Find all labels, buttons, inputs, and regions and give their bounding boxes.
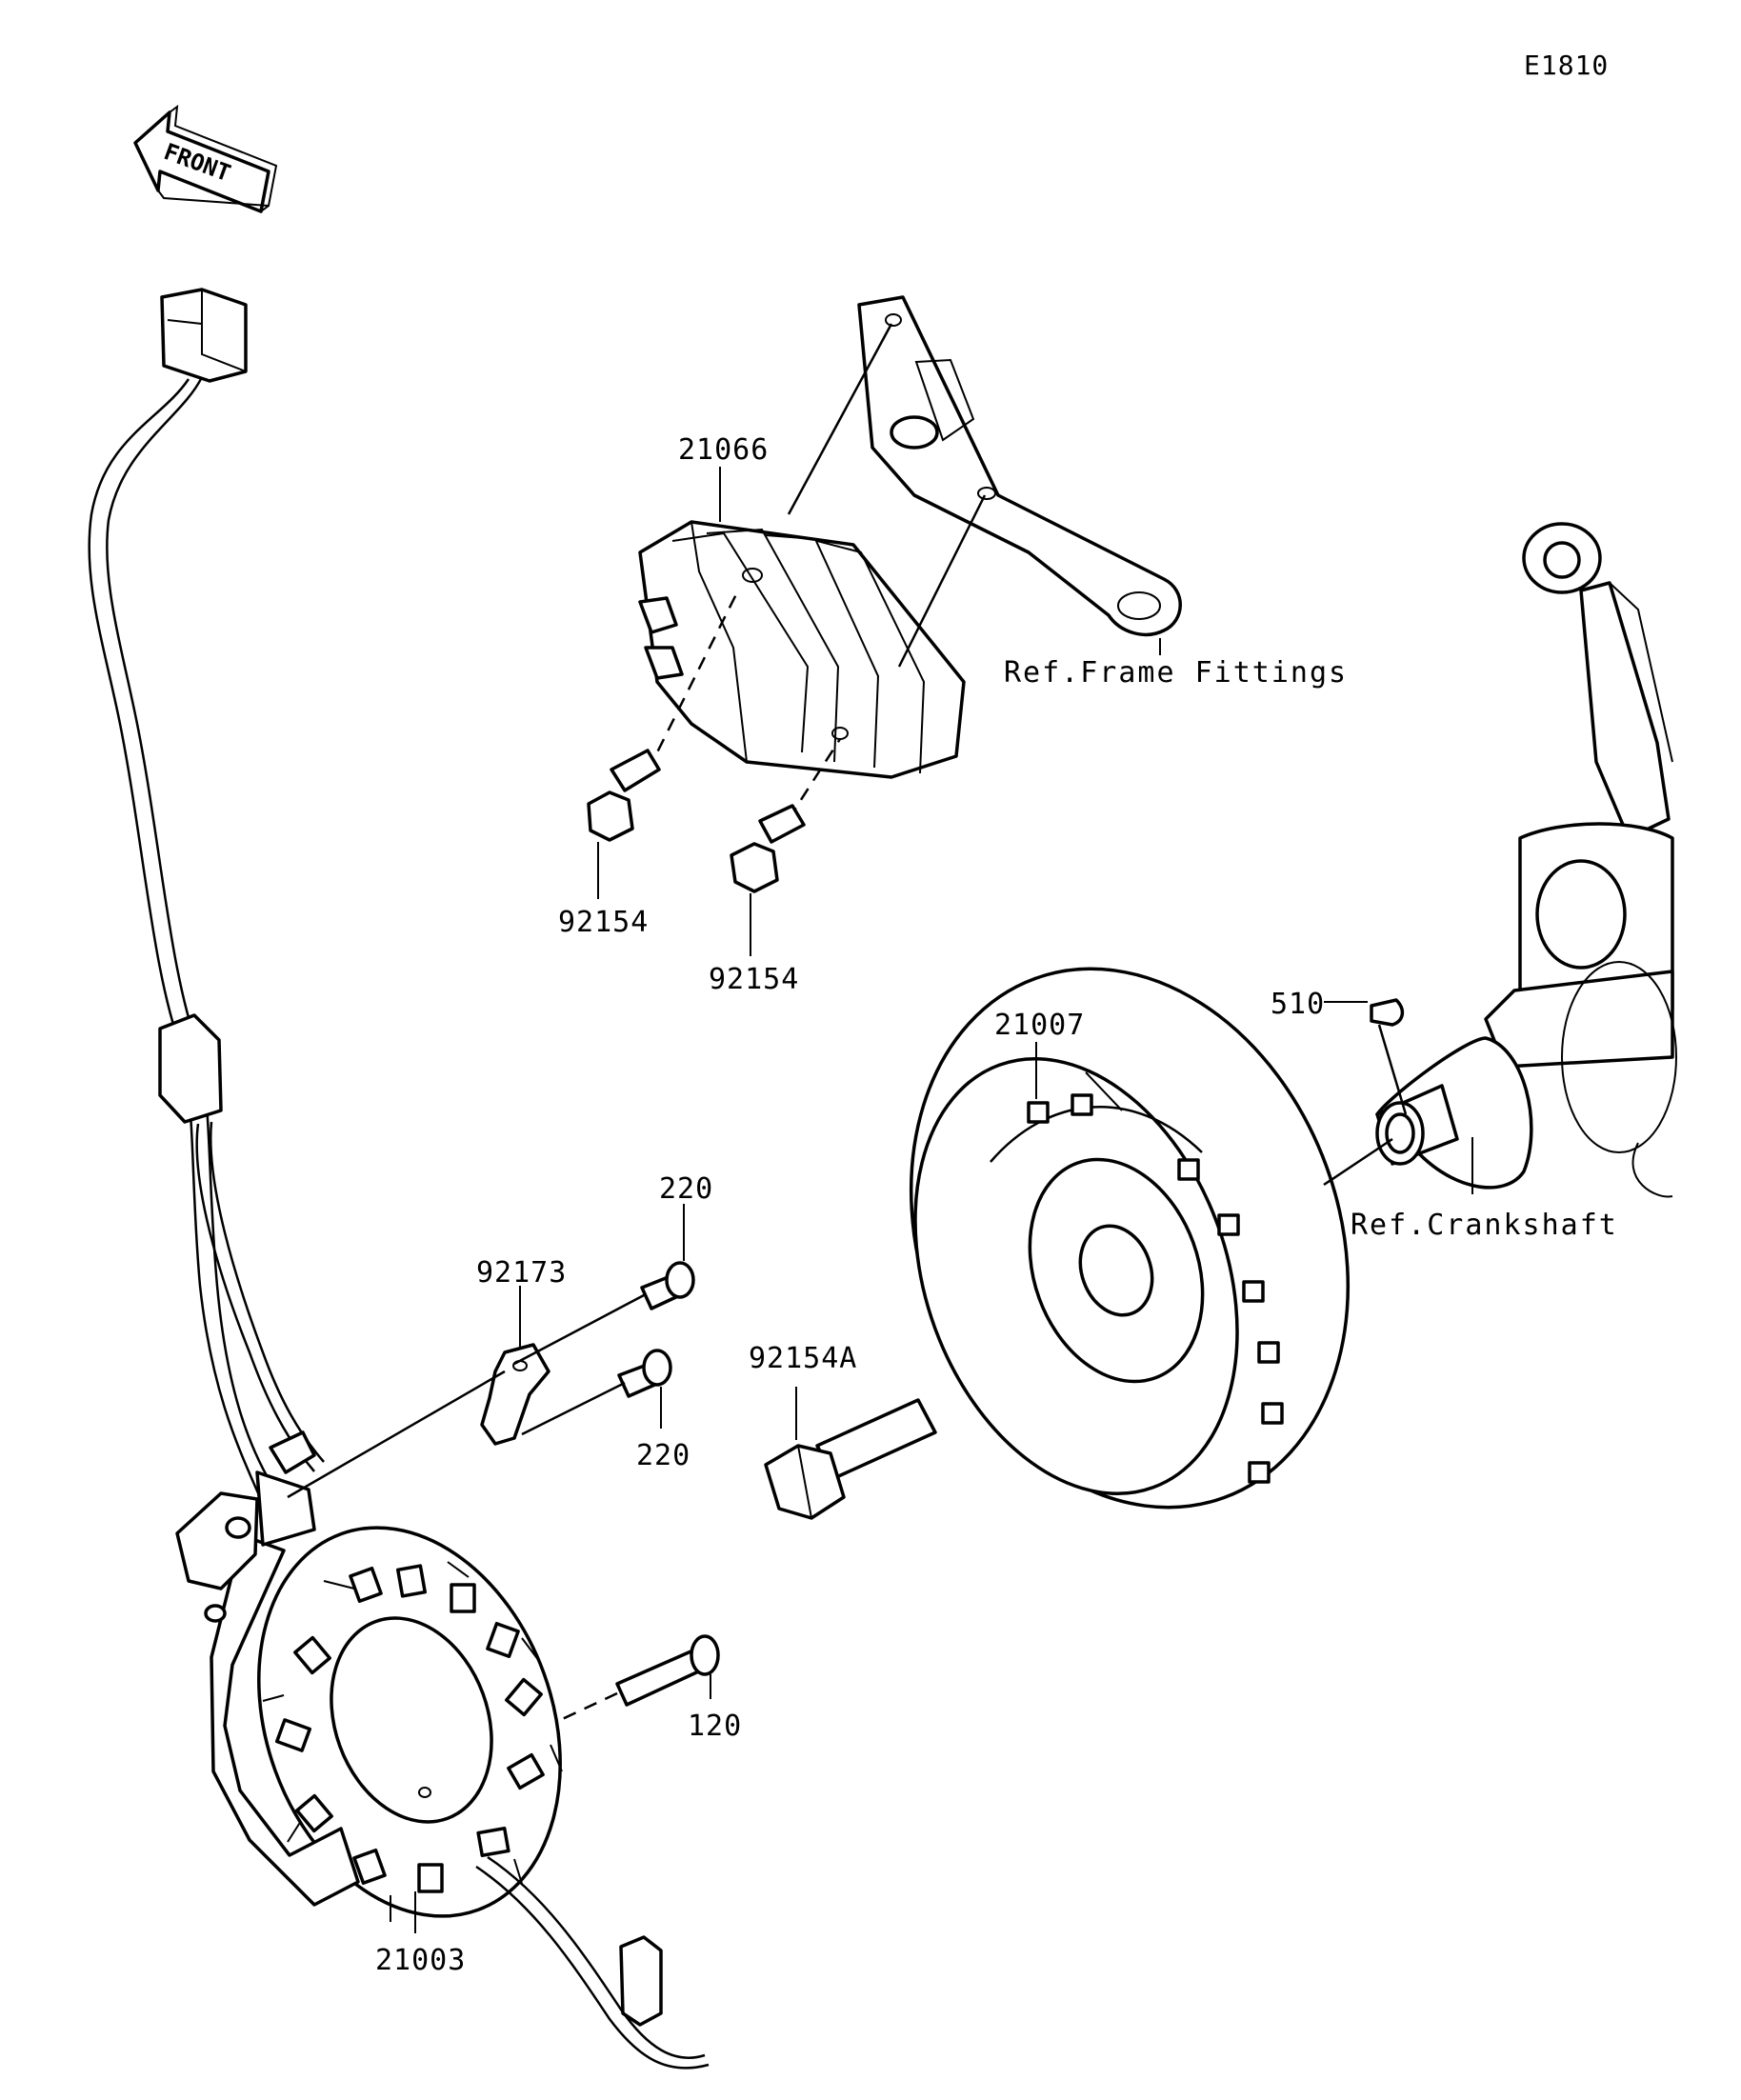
wiring-harness — [88, 288, 325, 1496]
label-220-top: 220 — [659, 1172, 713, 1206]
leader-reg-bracket-1 — [787, 323, 893, 515]
leader-reg-bolt-2 — [787, 738, 842, 820]
flywheel-rotor — [909, 967, 1351, 1510]
label-220-bottom: 220 — [636, 1439, 690, 1472]
stator-wire-lead-2 — [487, 1855, 706, 2059]
stator-wire-lead — [475, 1865, 710, 2070]
label-510: 510 — [1271, 988, 1325, 1021]
label-120: 120 — [688, 1710, 742, 1743]
leader-reg-bracket-2 — [897, 494, 987, 668]
leader-key-510 — [1377, 1024, 1408, 1115]
leader-screw-220-bottom — [521, 1381, 626, 1436]
stator-connector — [619, 1935, 663, 2027]
leader-clamp-stator — [287, 1370, 506, 1499]
woodruff-key-510 — [1370, 998, 1405, 1027]
leader-reg-bolt-1 — [646, 588, 741, 772]
label-21007: 21007 — [994, 1009, 1085, 1042]
leader-screw-220-top — [513, 1293, 645, 1366]
screw-120 — [615, 1634, 720, 1707]
bolt-92154-left — [587, 749, 661, 842]
bolt-92154-right — [730, 804, 806, 893]
regulator-rectifier — [638, 520, 966, 779]
label-frame-fittings: Ref.Frame Fittings — [1004, 656, 1348, 690]
screw-220-bottom — [617, 1349, 672, 1398]
stator-coil — [210, 1526, 563, 1922]
frame-fitting-bracket — [857, 295, 1182, 637]
label-92154A: 92154A — [749, 1342, 857, 1375]
front-arrow-icon: FRONT — [133, 104, 278, 213]
clamp-92173 — [480, 1343, 550, 1446]
label-92154-right: 92154 — [709, 963, 799, 996]
label-crankshaft: Ref.Crankshaft — [1351, 1209, 1618, 1242]
label-92173: 92173 — [476, 1256, 567, 1290]
label-21003: 21003 — [375, 1944, 466, 1977]
label-92154-left: 92154 — [558, 906, 649, 939]
screw-220-top — [640, 1261, 695, 1310]
diagram-code: E1810 — [1524, 50, 1609, 81]
leader-screw-120 — [555, 1691, 618, 1724]
flywheel-bolt-92154A — [764, 1398, 937, 1520]
label-21066: 21066 — [678, 433, 769, 467]
leader-flywheel-crank — [1323, 1137, 1393, 1187]
crankshaft — [1375, 522, 1677, 1198]
